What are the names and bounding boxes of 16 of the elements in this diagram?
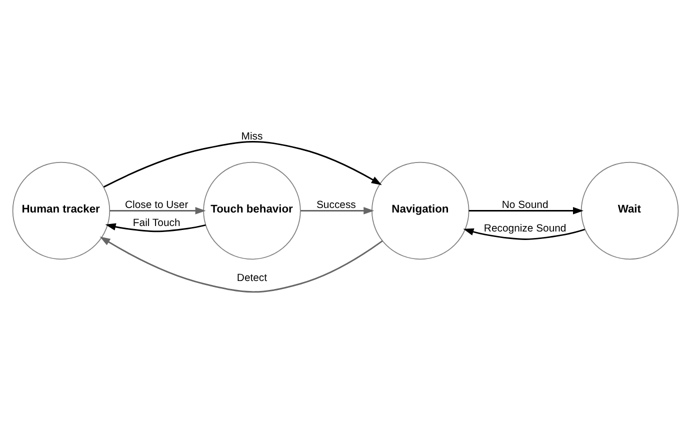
arrow xyxy=(463,228,585,240)
edge-label: Close to User xyxy=(125,199,188,210)
arrow xyxy=(103,140,382,188)
arrow xyxy=(110,206,206,214)
arrow xyxy=(105,222,206,232)
arrow xyxy=(300,206,374,214)
node-circle: Touch behavior xyxy=(203,161,301,260)
arrow xyxy=(468,206,584,214)
edge-label: Fail Touch xyxy=(132,217,180,228)
edge-label: Miss xyxy=(241,130,263,142)
edge-label: No Sound xyxy=(502,199,548,210)
node-circle: Wait xyxy=(580,161,679,260)
edge-label: Detect xyxy=(236,272,268,284)
edge-label: Recognize Sound xyxy=(484,223,566,234)
arrow xyxy=(100,236,383,292)
edge-label: Success xyxy=(316,199,356,210)
